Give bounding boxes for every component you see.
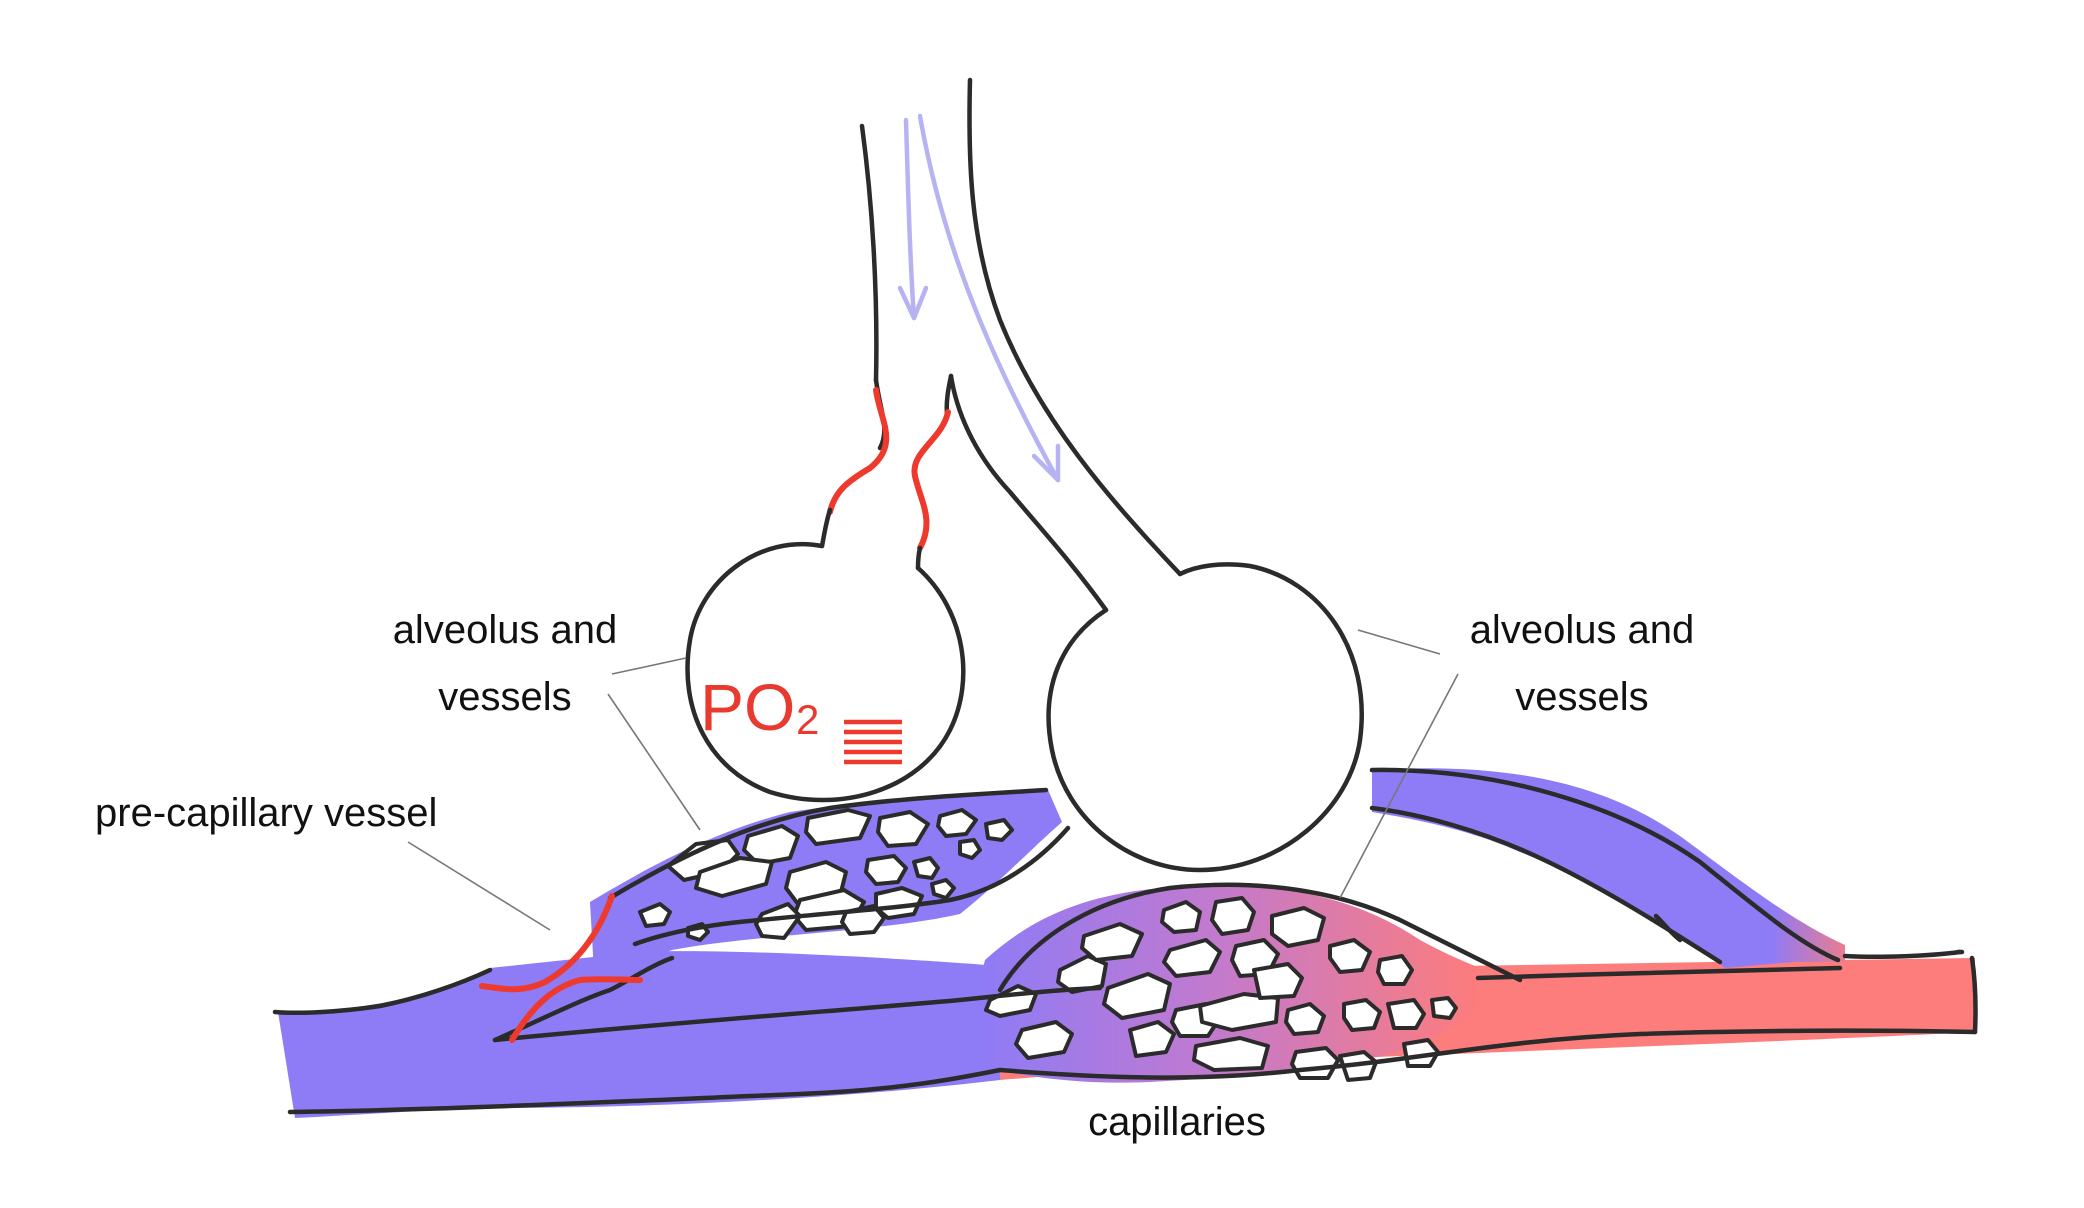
label-capillaries: capillaries [1088, 1100, 1266, 1144]
label-alveolus-left-line1: alveolus and [393, 608, 618, 652]
label-alveolus-right-line2: vessels [1515, 675, 1648, 719]
airway [685, 77, 1364, 873]
po2-low-bars-icon [844, 719, 902, 765]
po2-label: PO [700, 670, 795, 744]
capillary-holes-left [638, 808, 1014, 942]
vessel-network [278, 768, 1975, 1118]
po2-indicator: PO 2 [700, 670, 902, 765]
main-vessel-deoxygenated [278, 951, 1000, 1118]
label-pre-capillary-vessel: pre-capillary vessel [95, 791, 437, 835]
hypoxic-vessel-markers [479, 893, 643, 1043]
label-alveolus-left-line2: vessels [438, 675, 571, 719]
left-alveolus [685, 541, 966, 803]
airflow-arrows [897, 113, 1061, 483]
capillary-holes-center [984, 896, 1458, 1082]
leader-lines [407, 629, 1459, 931]
label-alveolus-right-line1: alveolus and [1470, 608, 1695, 652]
po2-subscript: 2 [796, 696, 819, 743]
right-upper-branch-body [1372, 770, 1840, 968]
labels: alveolus and vessels pre-capillary vesse… [95, 608, 1694, 1144]
right-alveolus [1046, 562, 1364, 873]
vessel-outlines [272, 767, 1978, 1115]
